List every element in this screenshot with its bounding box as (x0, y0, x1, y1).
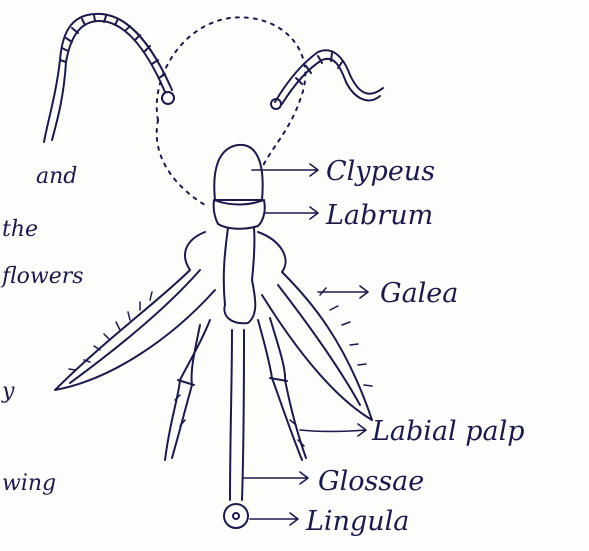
label-labial-palp: Labial palp (371, 416, 525, 447)
lingula-shape (224, 504, 248, 528)
right-antenna (271, 50, 383, 109)
labial-palp-right (258, 318, 306, 460)
left-antenna (44, 14, 174, 142)
fragment-and: and (36, 164, 77, 189)
labial-palp-leader (300, 424, 366, 436)
clypeus-shape (214, 145, 262, 200)
head-outline-dotted (157, 17, 306, 205)
glossae-leader (244, 472, 308, 484)
labial-palp-left (165, 320, 210, 460)
galea-left (55, 232, 215, 390)
fragment-wing: wing (2, 471, 56, 496)
hair-marks (69, 288, 372, 446)
label-lingula: Lingula (305, 506, 409, 537)
label-clypeus: Clypeus (326, 156, 435, 187)
lingula-leader (250, 513, 298, 525)
label-galea: Galea (380, 278, 458, 309)
mentum-shape (224, 228, 256, 323)
labrum-shape (214, 200, 265, 229)
fragment-flowers: flowers (0, 264, 84, 289)
fragment-y: y (1, 379, 15, 404)
label-glossae: Glossae (318, 466, 424, 497)
galea-right (258, 232, 372, 420)
fragment-the: the (2, 217, 38, 242)
label-labrum: Labrum (325, 200, 433, 231)
glossae-shape (230, 330, 244, 500)
labrum-leader (265, 207, 318, 219)
